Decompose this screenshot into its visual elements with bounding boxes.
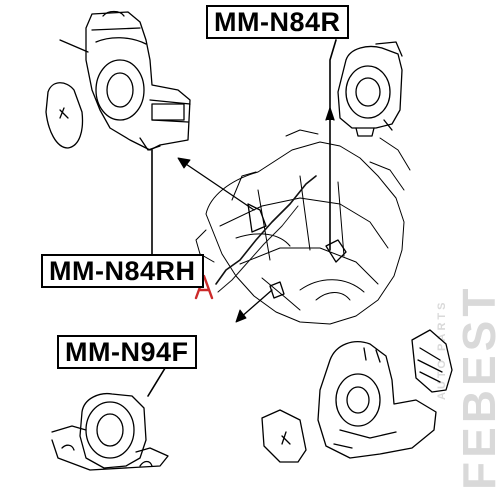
part-label-n84r: MM-N84R [206, 5, 349, 39]
part-label-n84rh: MM-N84RH [41, 254, 204, 288]
mount-bottom-right-drawing [261, 329, 453, 463]
engine-subframe-drawing [177, 129, 411, 325]
mount-n84r-drawing [325, 39, 403, 251]
mount-n84rh-drawing [45, 10, 191, 257]
autodoc-logo [194, 175, 317, 300]
mount-n94f-drawing [51, 359, 171, 471]
part-label-n94f: MM-N94F [57, 335, 197, 369]
